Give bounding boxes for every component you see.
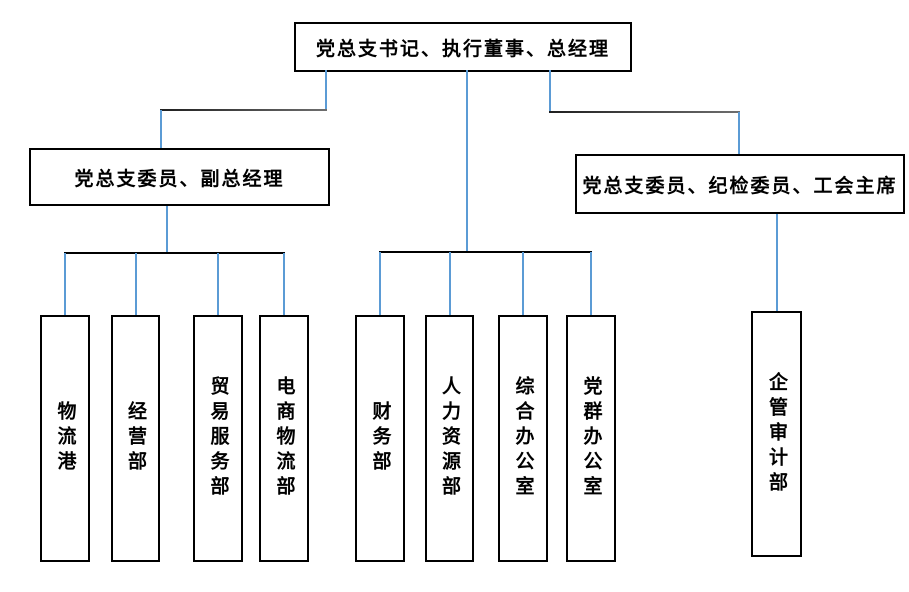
org-node-department-logistics-port: 物流港: [40, 315, 90, 562]
department-label: 贸易服务部: [207, 376, 230, 501]
connector-drop-operations: [135, 253, 137, 315]
department-label: 物流港: [54, 401, 77, 476]
department-label: 财务部: [369, 401, 392, 476]
org-node-department-enterprise-audit: 企管审计部: [751, 311, 802, 557]
org-node-root-label: 党总支书记、执行董事、总经理: [315, 37, 610, 60]
connector-drop-general-office: [522, 252, 524, 315]
department-label: 经营部: [125, 401, 147, 476]
org-node-deputy: 党总支委员、副总经理: [29, 148, 330, 206]
org-node-committee-label: 党总支委员、纪检委员、工会主席: [582, 174, 898, 197]
connector-left-elbow-horizontal: [160, 109, 327, 111]
org-node-department-operations: 经营部: [111, 315, 160, 562]
connector-drop-party-mass-office: [590, 252, 592, 315]
connector-right-elbow-horizontal: [549, 111, 740, 113]
connector-middle-group-distributor: [379, 251, 592, 253]
connector-committee-to-enterprise-audit: [776, 214, 778, 311]
connector-drop-human-resources: [449, 252, 451, 315]
org-node-root: 党总支书记、执行董事、总经理: [294, 22, 632, 72]
connector-elbow-to-deputy: [160, 110, 162, 148]
connector-left-group-distributor: [64, 252, 285, 254]
org-node-deputy-label: 党总支委员、副总经理: [74, 167, 285, 190]
connector-drop-finance: [379, 252, 381, 315]
org-node-committee: 党总支委员、纪检委员、工会主席: [575, 154, 905, 214]
connector-drop-logistics-port: [64, 253, 66, 315]
connector-drop-ecommerce-logistics: [283, 253, 285, 315]
department-label: 综合办公室: [512, 376, 535, 501]
department-label: 人力资源部: [439, 376, 461, 501]
department-label: 企管审计部: [766, 371, 788, 497]
org-node-department-ecommerce-logistics: 电商物流部: [259, 315, 309, 562]
org-node-department-party-mass-office: 党群办公室: [566, 315, 616, 562]
connector-root-to-right-elbow: [549, 70, 551, 113]
department-label: 党群办公室: [580, 376, 603, 501]
connector-root-center-stem: [466, 70, 468, 253]
org-node-department-human-resources: 人力资源部: [425, 315, 474, 562]
connector-elbow-to-committee: [738, 112, 740, 154]
department-label: 电商物流部: [273, 376, 296, 501]
org-node-department-finance: 财务部: [355, 315, 405, 562]
connector-deputy-stem: [166, 206, 168, 254]
connector-drop-trade-services: [217, 253, 219, 315]
org-node-department-general-office: 综合办公室: [498, 315, 548, 562]
connector-root-to-left-elbow: [325, 70, 327, 111]
org-node-department-trade-services: 贸易服务部: [193, 315, 243, 562]
